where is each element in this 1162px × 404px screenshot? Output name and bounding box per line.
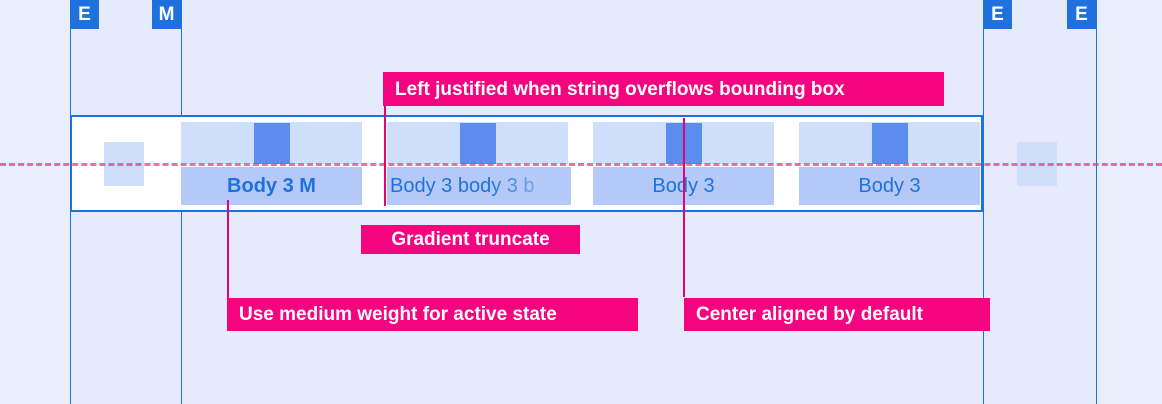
tab-icon-band	[799, 122, 980, 164]
marker-badge-e-right-2: E	[1067, 0, 1096, 29]
tab-item-1[interactable]: Body 3 M	[181, 122, 362, 205]
tab-icon	[253, 123, 290, 164]
annotation-gradient-truncate: Gradient truncate	[361, 225, 580, 254]
tab-label-band: Body 3	[799, 167, 980, 205]
tab-icon	[871, 123, 908, 164]
tab-label: Body 3 M	[227, 174, 316, 197]
tab-center-guide	[683, 118, 685, 297]
tab-label-band: Body 3 body 3 b	[387, 167, 571, 205]
marker-badge-m-left: M	[152, 0, 181, 29]
leader-line-overflow	[384, 106, 386, 206]
tab-icon	[459, 123, 496, 164]
guide-line-4	[1096, 0, 1097, 404]
column-shade-right	[983, 0, 1096, 404]
guide-line-3	[983, 0, 984, 404]
tab-icon-band	[181, 122, 362, 164]
annotation-center-aligned: Center aligned by default	[684, 298, 990, 331]
annotation-overflow: Left justified when string overflows bou…	[383, 72, 944, 106]
tab-label: Body 3 body 3 b	[390, 174, 535, 197]
annotation-medium-weight: Use medium weight for active state	[227, 298, 638, 331]
tab-label: Body 3	[858, 174, 921, 197]
tab-item-4[interactable]: Body 3	[799, 122, 980, 205]
marker-badge-e-right-1: E	[983, 0, 1012, 29]
tab-icon-band	[387, 122, 568, 164]
tab-label-band: Body 3 M	[181, 167, 362, 205]
leader-line-medium-weight	[227, 200, 229, 298]
marker-badge-e-left: E	[70, 0, 99, 29]
baseline-guide	[0, 163, 1162, 166]
